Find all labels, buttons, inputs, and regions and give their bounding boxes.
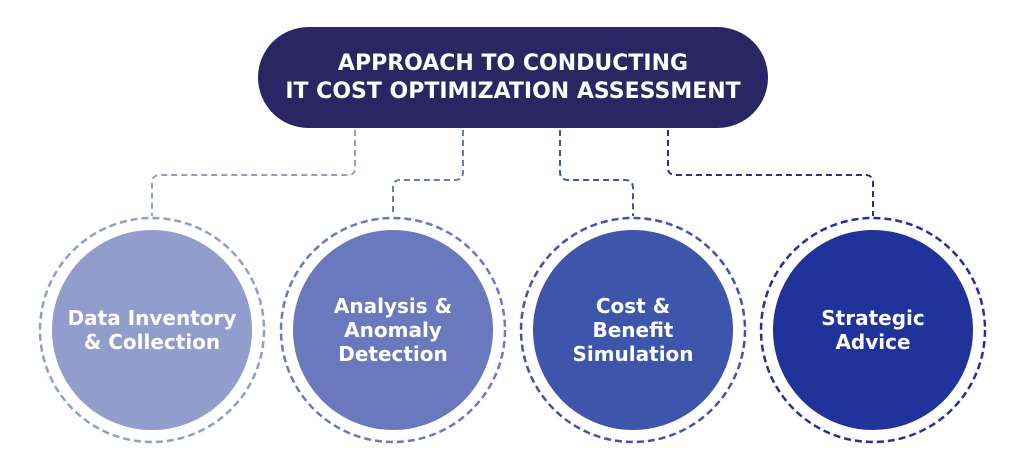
step-circle (293, 230, 493, 430)
connector-2 (392, 130, 464, 216)
step-text: Strategic (821, 306, 925, 330)
dashed-ring (519, 216, 747, 444)
step-text: Detection (338, 342, 448, 366)
step-data-inventory: Data Inventory& Collection (52, 230, 252, 430)
step-text: Benefit (592, 318, 674, 342)
step-text: Anomaly (344, 318, 442, 342)
connector-3 (559, 130, 634, 216)
step-text: Cost & (595, 294, 671, 318)
step-circle (52, 230, 252, 430)
step-text: Data Inventory (67, 306, 237, 330)
dashed-ring (759, 216, 987, 444)
title-line-2: IT COST OPTIMIZATION ASSESSMENT (285, 78, 741, 104)
step-circle (533, 230, 733, 430)
dashed-ring (38, 216, 266, 444)
dashed-ring (279, 216, 507, 444)
step-circle (773, 230, 973, 430)
title-line-1: APPROACH TO CONDUCTING (337, 50, 689, 76)
step-text: Simulation (572, 342, 694, 366)
step-text: Advice (835, 330, 911, 354)
connector-1 (151, 130, 356, 216)
title-pill: APPROACH TO CONDUCTING IT COST OPTIMIZAT… (258, 27, 768, 128)
connector-4 (667, 130, 874, 216)
step-text: & Collection (83, 330, 221, 354)
step-text: Analysis & (333, 294, 453, 318)
